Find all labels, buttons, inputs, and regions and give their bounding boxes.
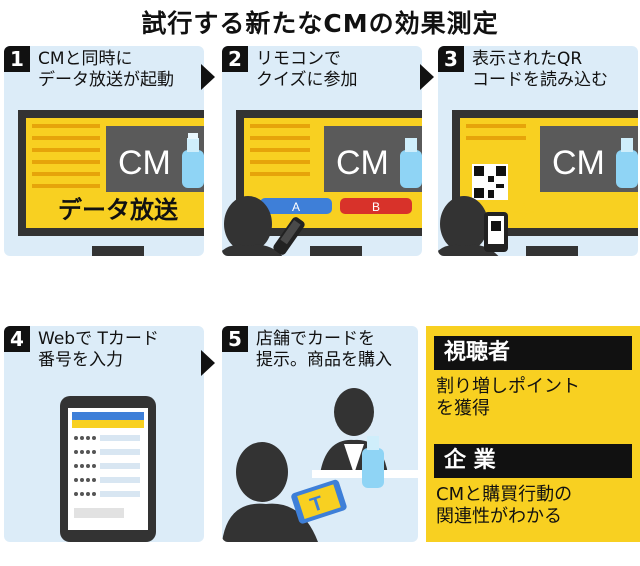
cm-label: CM — [118, 144, 171, 182]
step-caption: CMと同時に データ放送が起動 — [38, 49, 174, 90]
page-title: 試行する新たなCMの効果測定 — [141, 9, 499, 38]
step-number: 4 — [4, 326, 30, 352]
bottle-icon — [616, 138, 638, 188]
store-scene-icon: T — [222, 388, 418, 542]
cm-label: CM — [336, 144, 389, 182]
person-with-remote-icon — [222, 196, 305, 256]
smartphone-icon — [60, 396, 156, 542]
step-number: 1 — [4, 46, 30, 72]
button-b-label: B — [372, 200, 380, 214]
arrow-right-icon — [420, 64, 434, 90]
button-a-label: A — [292, 200, 300, 214]
qr-code-icon — [472, 164, 508, 200]
data-broadcast-label: データ放送 — [58, 196, 179, 224]
company-heading: 企 業 — [434, 444, 632, 478]
tv-monitor-icon: CM — [452, 110, 638, 256]
bottle-icon — [362, 436, 384, 488]
tv-monitor-icon: CM データ放送 — [18, 110, 204, 256]
step-1-panel: 1 CMと同時に データ放送が起動 CM データ放送 — [4, 46, 204, 256]
step-number: 2 — [222, 46, 248, 72]
viewer-heading: 視聴者 — [434, 336, 632, 370]
company-text: CMと購買行動の 関連性がわかる — [436, 484, 573, 527]
arrow-right-icon — [201, 64, 215, 90]
step-caption: リモコンで クイズに参加 — [256, 49, 358, 90]
step-caption: 表示されたQR コードを読み込む — [472, 49, 608, 90]
viewer-text: 割り増しポイント を獲得 — [436, 376, 580, 419]
button-a — [260, 198, 332, 214]
person-with-phone-icon — [438, 196, 534, 256]
step-5-panel: 5 店舗でカードを 提示。商品を購入 T — [222, 326, 418, 542]
cm-label: CM — [552, 144, 605, 182]
step-caption: Webで Tカード 番号を入力 — [38, 329, 159, 370]
step-2-panel: 2 リモコンで クイズに参加 CM A B — [222, 46, 422, 256]
bottle-icon — [182, 133, 204, 188]
step-number: 5 — [222, 326, 248, 352]
step-caption: 店舗でカードを 提示。商品を購入 — [256, 329, 392, 370]
step-3-panel: 3 表示されたQR コードを読み込む CM — [438, 46, 638, 256]
arrow-right-icon — [201, 350, 215, 376]
summary-box: 視聴者 割り増しポイント を獲得 企 業 CMと購買行動の 関連性がわかる — [426, 326, 640, 542]
bottle-icon — [400, 138, 422, 188]
customer-icon — [222, 442, 318, 542]
t-card-icon: T — [291, 479, 347, 524]
button-b — [340, 198, 412, 214]
step-number: 3 — [438, 46, 464, 72]
step-4-panel: 4 Webで Tカード 番号を入力 — [4, 326, 204, 542]
